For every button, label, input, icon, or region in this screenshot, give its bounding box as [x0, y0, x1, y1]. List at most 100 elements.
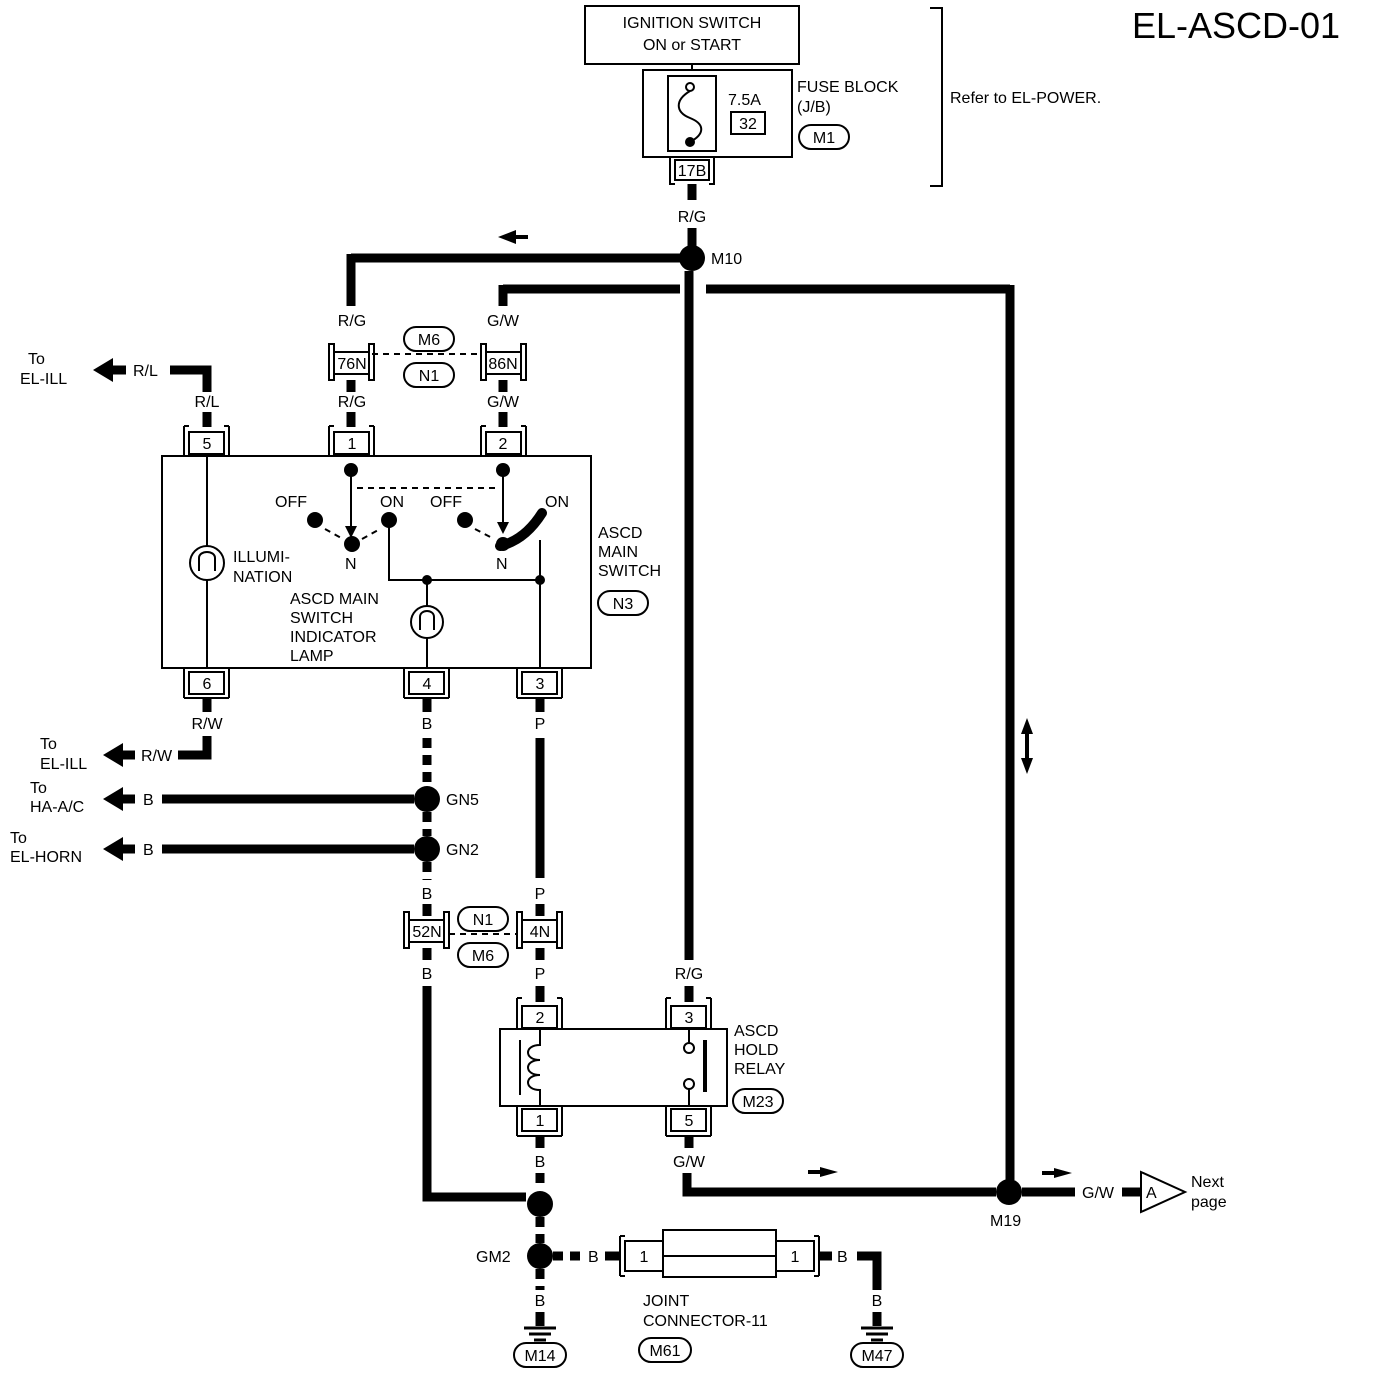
dest-to-label-3: To	[30, 780, 47, 797]
switch-name-3: SWITCH	[598, 563, 661, 580]
connector-n3-tag	[597, 590, 649, 616]
wire-label-p-pin3: P	[535, 716, 546, 733]
indicator-filament	[419, 610, 435, 630]
pin5-bracket	[183, 425, 230, 456]
wire-label-gw-next: G/W	[1082, 1185, 1115, 1202]
connector-52n-box	[408, 919, 445, 943]
fuse-bottom-terminal	[685, 137, 695, 147]
ignition-label-1: IGNITION SWITCH	[623, 15, 762, 32]
connector-n1-tag-2	[457, 906, 509, 932]
off-dash-2	[474, 528, 495, 540]
flow-arrow-left-icon	[498, 230, 528, 244]
contact-off-2	[457, 512, 473, 528]
wire-label-b-m47: B	[872, 1293, 883, 1310]
dest-to-label-1: To	[28, 351, 45, 368]
pin6-box	[188, 671, 225, 695]
ascd-hold-relay-body	[499, 1028, 728, 1107]
wire-label-p-4n-top: P	[535, 886, 546, 903]
ascd-main-switch-body	[161, 455, 592, 669]
wire-gw-to-m19	[682, 1173, 996, 1197]
page-title: EL-ASCD-01	[1132, 5, 1340, 46]
connector-52n-label: 52N	[412, 924, 441, 941]
splice-m10	[679, 245, 705, 271]
connector-n3-label: N3	[613, 596, 634, 613]
pin5-box	[188, 431, 225, 455]
relay-pin2-box	[521, 1005, 558, 1029]
wire-label-b-jc-left: B	[588, 1249, 599, 1266]
label-n-1: N	[345, 556, 357, 573]
arrow-to-ha-ac-icon	[103, 787, 123, 811]
joint-label-2: CONNECTOR-11	[643, 1313, 768, 1330]
splice-gn2-label: GN2	[446, 842, 479, 859]
connector-4n-bracket	[516, 911, 563, 949]
wire-label-rg-76n-bottom: R/G	[338, 394, 366, 411]
wire-label-rg-relay: R/G	[675, 966, 703, 983]
relay-contact-top	[683, 1042, 695, 1054]
relay-coil-icon	[527, 1029, 541, 1106]
terminal-17b-bracket	[669, 157, 715, 185]
junction-pin3	[535, 575, 545, 585]
connector-m61-label: M61	[649, 1343, 680, 1360]
splice-gm2	[527, 1243, 553, 1269]
pin1-bracket	[328, 425, 375, 456]
connector-m14-tag	[513, 1342, 567, 1368]
wire-label-b-52n-bottom: B	[422, 966, 433, 983]
connector-86n-bracket	[480, 343, 527, 381]
fuse-number: 32	[739, 116, 757, 133]
connector-52n-bracket	[403, 911, 450, 949]
relay-pin3-bracket	[665, 997, 712, 1029]
relay-name-3: RELAY	[734, 1061, 786, 1078]
connector-m6-label-2: M6	[472, 948, 494, 965]
relay-pin2-bracket	[516, 997, 563, 1029]
fuse-element	[677, 90, 703, 143]
contact-n-1	[344, 536, 360, 552]
terminal-17b-box	[674, 159, 710, 181]
connector-86n-box	[485, 351, 522, 375]
off-dash-1	[324, 528, 344, 540]
flow-arrow-right-2-icon	[1042, 1168, 1072, 1178]
switch-internal-wire	[388, 520, 541, 668]
wire-label-rg-fuse: R/G	[678, 209, 706, 226]
lamp-label-2: SWITCH	[290, 610, 353, 627]
wire-label-b-jc-right: B	[837, 1249, 848, 1266]
on-dash-1	[361, 528, 381, 540]
pin4-label: 4	[423, 676, 432, 693]
relay-pin5-label: 5	[685, 1113, 694, 1130]
fuse-block-label: FUSE BLOCK	[797, 79, 899, 96]
wire-label-b-52n-top: B	[422, 886, 433, 903]
wire-label-rl-left: R/L	[133, 363, 158, 380]
splice-gn5-label: GN5	[446, 792, 479, 809]
lamp-label-1: ASCD MAIN	[290, 591, 379, 608]
joint-label-1: JOINT	[643, 1293, 689, 1310]
next-page-label-2: page	[1191, 1194, 1227, 1211]
illumination-filament	[198, 551, 216, 571]
wire-label-b-pin4: B	[422, 716, 433, 733]
splice-m19-label: M19	[990, 1213, 1021, 1230]
dest-el-horn-label: EL-HORN	[10, 849, 82, 866]
fuse-jb-label: (J/B)	[797, 99, 831, 116]
ignition-switch-box	[584, 5, 800, 65]
wire-52n-to-ground-splice	[422, 986, 526, 1202]
dest-ha-ac-label: HA-A/C	[30, 799, 84, 816]
wire-label-b-relay-pin1: B	[535, 1154, 546, 1171]
connector-m14-label: M14	[524, 1348, 555, 1365]
dest-to-label-4: To	[10, 830, 27, 847]
pin3-box	[521, 671, 558, 695]
connector-76n-label: 76N	[337, 356, 366, 373]
next-page-arrow-icon[interactable]	[1140, 1170, 1188, 1214]
connector-m1-tag	[798, 124, 850, 150]
pin4-box	[408, 671, 445, 695]
wire-rw	[178, 736, 212, 760]
wire-label-gw-86n-bottom: G/W	[487, 394, 520, 411]
pin3-label: 3	[536, 676, 545, 693]
jc-right-pin-label: 1	[791, 1249, 800, 1266]
fuse-top-terminal	[685, 82, 695, 92]
splice-gm2-label: GM2	[476, 1249, 511, 1266]
connector-n1-tag	[403, 362, 455, 388]
relay-name-2: HOLD	[734, 1042, 778, 1059]
pin6-label: 6	[203, 676, 212, 693]
relay-pin5-box	[670, 1108, 707, 1132]
connector-86n-label: 86N	[488, 356, 517, 373]
relay-pin2-label: 2	[536, 1010, 545, 1027]
